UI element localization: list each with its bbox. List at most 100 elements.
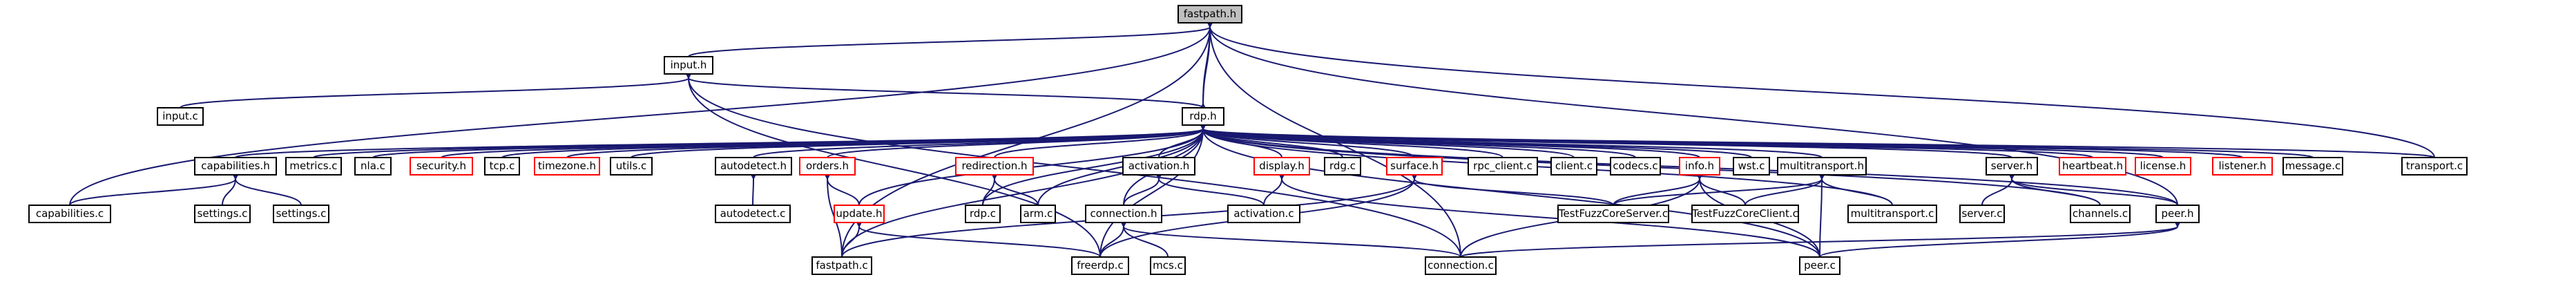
node-label: codecs.c <box>1613 160 1657 172</box>
node-redirection-h[interactable]: redirection.h <box>955 157 1034 176</box>
node-update-h[interactable]: update.h <box>834 205 885 223</box>
node-box <box>354 157 392 176</box>
node-label: autodetect.h <box>720 160 787 172</box>
node-client-c[interactable]: client.c <box>1550 157 1597 176</box>
node-rdp-h[interactable]: rdp.h <box>1182 107 1224 126</box>
node-box <box>1071 256 1129 275</box>
edge-arm_c-to-redirection_h <box>988 169 1039 206</box>
node-codecs-c[interactable]: codecs.c <box>1610 157 1661 176</box>
edge-testfuzzcoreserver_c-to-multitransport_h <box>1613 169 1828 206</box>
node-box <box>534 157 600 176</box>
node-label: fastpath.h <box>1184 8 1237 20</box>
node-label: update.h <box>836 207 882 220</box>
node-rdg-c[interactable]: rdg.c <box>1324 157 1361 176</box>
node-orders-h[interactable]: orders.h <box>799 157 856 176</box>
node-testfuzzcoreclient-c[interactable]: TestFuzzCoreClient.c <box>1691 205 1799 223</box>
edge-connection_c-to-input_h <box>682 68 1461 258</box>
node-autodetect-c[interactable]: autodetect.c <box>715 205 791 223</box>
node-box <box>157 107 204 126</box>
node-box <box>1959 205 2005 223</box>
node-box <box>285 157 342 176</box>
edge-fastpath_c-to-rdp_h <box>841 119 1209 258</box>
node-message-c[interactable]: message.c <box>2282 157 2343 176</box>
node-channels-c[interactable]: channels.c <box>2070 205 2131 223</box>
node-info-h[interactable]: info.h <box>1679 157 1720 176</box>
node-input-h[interactable]: input.h <box>664 56 713 75</box>
edge-fastpath_h-to-rdp_h <box>1197 22 1211 114</box>
node-tcp-c[interactable]: tcp.c <box>484 157 520 176</box>
edge-testfuzzcoreserver_c-to-info_h <box>1613 169 1706 206</box>
node-label: activation.h <box>1128 160 1190 172</box>
node-box <box>715 157 792 176</box>
edge-update_h-to-orders_h <box>821 169 860 206</box>
node-rdp-c[interactable]: rdp.c <box>965 205 1001 223</box>
node-server-c[interactable]: server.c <box>1959 205 2005 223</box>
node-multitransport-c[interactable]: multitransport.c <box>1847 205 1937 223</box>
node-box <box>1847 205 1937 223</box>
node-testfuzzcoreserver-c[interactable]: TestFuzzCoreServer.c <box>1557 205 1669 223</box>
node-label: input.c <box>162 110 198 122</box>
node-listener-h[interactable]: listener.h <box>2212 157 2273 176</box>
node-settings-c-2[interactable]: settings.c <box>273 205 329 223</box>
node-fastpath-c[interactable]: fastpath.c <box>811 256 872 275</box>
node-capabilities-h[interactable]: capabilities.h <box>194 157 277 176</box>
edge-peer_c-to-peer_h <box>1819 216 2184 258</box>
node-box <box>1227 205 1300 223</box>
edge-freerdp_c-to-connection_h <box>1099 216 1130 258</box>
node-freerdp-c[interactable]: freerdp.c <box>1071 256 1129 275</box>
edge-rdp_c-to-rdp_h <box>982 119 1209 206</box>
node-metrics-c[interactable]: metrics.c <box>285 157 342 176</box>
node-label: heartbeat.h <box>2062 160 2123 172</box>
node-box <box>410 157 473 176</box>
node-fastpath-h[interactable]: fastpath.h <box>1178 5 1242 23</box>
node-box <box>2401 157 2468 176</box>
node-label: rdg.c <box>1329 160 1356 172</box>
node-multitransport-h[interactable]: multitransport.h <box>1777 157 1867 176</box>
node-server-h[interactable]: server.h <box>1986 157 2038 176</box>
node-label: orders.h <box>806 160 849 172</box>
node-heartbeat-h[interactable]: heartbeat.h <box>2059 157 2126 176</box>
node-activation-c[interactable]: activation.c <box>1227 205 1300 223</box>
node-arm-c[interactable]: arm.c <box>1020 205 1056 223</box>
node-capabilities-c[interactable]: capabilities.c <box>28 205 111 223</box>
node-box <box>610 157 653 176</box>
node-label: tcp.c <box>490 160 515 172</box>
node-label: timezone.h <box>538 160 596 172</box>
node-rpc-client-c[interactable]: rpc_client.c <box>1468 157 1538 176</box>
node-peer-h[interactable]: peer.h <box>2155 205 2200 223</box>
node-connection-c[interactable]: connection.c <box>1425 256 1497 275</box>
node-box <box>834 205 885 223</box>
node-license-h[interactable]: license.h <box>2135 157 2191 176</box>
node-label: TestFuzzCoreServer.c <box>1558 207 1668 220</box>
node-settings-c-1[interactable]: settings.c <box>194 205 251 223</box>
node-box <box>2212 157 2273 176</box>
node-box <box>1986 157 2038 176</box>
edge-mcs_c-to-connection_h <box>1117 216 1169 258</box>
node-security-h[interactable]: security.h <box>410 157 473 176</box>
node-transport-c[interactable]: transport.c <box>2401 157 2468 176</box>
node-label: TestFuzzCoreClient.c <box>1691 207 1798 220</box>
node-utils-c[interactable]: utils.c <box>610 157 653 176</box>
node-wst-c[interactable]: wst.c <box>1733 157 1770 176</box>
node-input-c[interactable]: input.c <box>157 107 204 126</box>
node-timezone-h[interactable]: timezone.h <box>534 157 600 176</box>
node-surface-h[interactable]: surface.h <box>1386 157 1443 176</box>
node-label: input.h <box>671 59 707 71</box>
node-label: connection.h <box>1090 207 1157 220</box>
node-box <box>194 157 277 176</box>
node-label: display.h <box>1259 160 1304 172</box>
node-mcs-c[interactable]: mcs.c <box>1150 256 1186 275</box>
node-connection-h[interactable]: connection.h <box>1085 205 1162 223</box>
edge-connection_c-to-peer_h <box>1460 216 2184 258</box>
node-box <box>1799 256 1840 275</box>
node-display-h[interactable]: display.h <box>1253 157 1310 176</box>
node-autodetect-h[interactable]: autodetect.h <box>715 157 792 176</box>
node-label: message.c <box>2285 160 2340 172</box>
node-peer-c[interactable]: peer.c <box>1799 256 1840 275</box>
node-nla-c[interactable]: nla.c <box>354 157 392 176</box>
node-activation-h[interactable]: activation.h <box>1122 157 1195 176</box>
node-label: metrics.c <box>289 160 337 172</box>
node-label: wst.c <box>1738 160 1765 172</box>
edge-arm_c-to-rdp_h <box>1037 119 1209 206</box>
